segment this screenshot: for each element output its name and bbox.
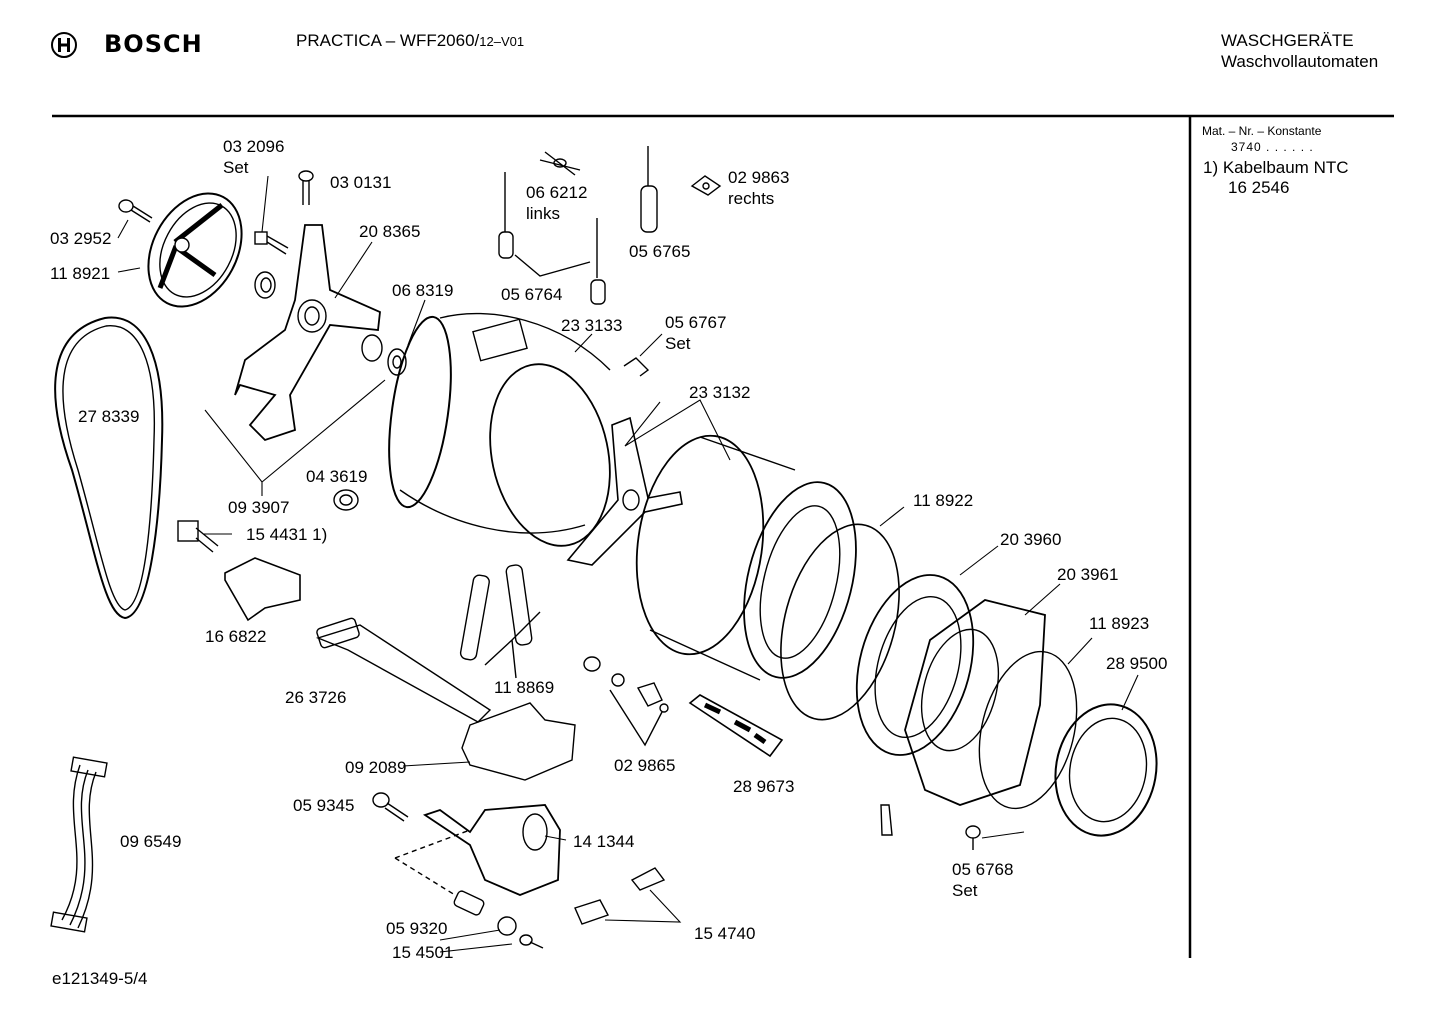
spider-flange-part — [234, 224, 381, 442]
shock-absorber-118869 — [459, 564, 541, 679]
screw-030131 — [298, 170, 314, 205]
spring-066212 — [539, 151, 581, 176]
part-label-141344: 14 1344 — [573, 832, 635, 851]
part-label-278339: 27 8339 — [78, 407, 140, 426]
part-label-059320: 05 9320 — [386, 919, 448, 938]
part-label-233133: 23 3133 — [561, 316, 623, 335]
bracket-029863 — [690, 175, 722, 196]
drum-part — [635, 434, 857, 681]
pulley-part — [147, 192, 243, 308]
part-label-092089: 09 2089 — [345, 758, 407, 777]
part-label-289673: 28 9673 — [733, 777, 795, 796]
washer-bolt-154501 — [497, 916, 544, 949]
motor-141344 — [394, 804, 561, 896]
part-label-203960: 20 3960 — [1000, 530, 1062, 549]
part-label-118921: 11 8921 — [50, 264, 111, 283]
part-label-066212: 06 6212 — [526, 183, 588, 202]
part-label-203961: 20 3961 — [1057, 565, 1119, 584]
screw-059345 — [372, 792, 409, 822]
part-label-096549: 09 6549 — [120, 832, 182, 851]
part-label-118923: 11 8923 — [1089, 614, 1150, 633]
brand-name: BOSCH — [104, 30, 203, 58]
subcategory-title: Waschvollautomaten — [1221, 52, 1379, 71]
part-label-030131: 03 0131 — [330, 173, 392, 192]
seal-068319 — [361, 334, 407, 376]
part-label-093907: 09 3907 — [228, 498, 290, 517]
part-label-043619: 04 3619 — [306, 467, 368, 486]
part-label-056768: 05 6768 — [952, 860, 1014, 879]
part-label-118922: 11 8922 — [913, 491, 974, 510]
door-seal-289500 — [1054, 703, 1158, 837]
part-label-056765: 05 6765 — [629, 242, 691, 261]
bearing-part — [254, 271, 276, 299]
fastener-029865 — [583, 656, 669, 747]
heater-263726 — [315, 617, 492, 723]
part-label-056764: 05 6764 — [501, 285, 563, 304]
part-label-154740: 15 4740 — [694, 924, 756, 943]
cross-arm-part — [566, 416, 683, 566]
plate-092089 — [461, 702, 576, 781]
part-label-029865: 02 9865 — [614, 756, 676, 775]
model-title: PRACTICA – WFF2060/12–V01 — [296, 31, 524, 51]
part-label-263726: 26 3726 — [285, 688, 347, 707]
tub-rear-part — [388, 312, 611, 547]
sidebar-note-line2: 16 2546 — [1228, 178, 1290, 197]
sidebar-heading: Mat. – Nr. – Konstante — [1202, 124, 1322, 138]
category-title: WASCHGERÄTE — [1221, 31, 1354, 50]
part-label-056767: 05 6767 — [665, 313, 727, 332]
sensor-154431 — [177, 520, 219, 553]
spring-056765 — [640, 146, 658, 233]
part-label-032096: 03 2096 — [223, 137, 285, 156]
part-label-029863: 02 9863 — [728, 168, 790, 187]
part-label-066212-links: links — [526, 204, 561, 223]
seal-043619 — [333, 489, 359, 511]
brushes-154740 — [574, 867, 666, 925]
part-label-289500: 28 9500 — [1106, 654, 1168, 673]
model-main: PRACTICA – WFF2060/ — [296, 31, 480, 50]
spring-056764 — [498, 172, 606, 305]
screw-032952 — [118, 199, 153, 223]
ring-118922 — [780, 523, 900, 721]
part-label-056768-set: Set — [952, 881, 978, 900]
part-label-032096-set: Set — [223, 158, 249, 177]
part-label-154501: 15 4501 — [392, 943, 454, 962]
belt-part — [54, 316, 164, 620]
part-label-068319: 06 8319 — [392, 281, 454, 300]
part-label-233132: 23 3132 — [689, 383, 751, 402]
part-label-032952: 03 2952 — [50, 229, 112, 248]
cover-166822 — [224, 557, 301, 622]
sidebar-constant: 3740 . . . . . . — [1231, 140, 1314, 154]
clip-056767 — [623, 357, 650, 377]
leader-lines — [117, 175, 1139, 953]
part-label-154431: 15 4431 1) — [246, 525, 328, 544]
cable-096549 — [50, 756, 108, 933]
ring-118923 — [978, 650, 1078, 810]
bolt-059320 — [453, 890, 485, 916]
part-label-056767-set: Set — [665, 334, 691, 353]
part-label-208365: 20 8365 — [359, 222, 421, 241]
clip-056768 — [880, 804, 981, 850]
bosch-logo-icon — [51, 32, 77, 58]
model-suffix: 12–V01 — [479, 34, 525, 49]
grease-tube-289673 — [688, 694, 784, 758]
ring-203960 — [855, 574, 975, 756]
part-label-118869: 11 8869 — [494, 678, 555, 697]
part-label-166822: 16 6822 — [205, 627, 267, 646]
screw-032096 — [254, 231, 289, 255]
part-label-029863-rechts: rechts — [728, 189, 775, 208]
drawing-id: e121349-5/4 — [52, 969, 148, 988]
sidebar-note-line1: 1) Kabelbaum NTC — [1203, 158, 1349, 177]
front-frame-203961 — [904, 599, 1046, 806]
part-label-059345: 05 9345 — [293, 796, 355, 815]
